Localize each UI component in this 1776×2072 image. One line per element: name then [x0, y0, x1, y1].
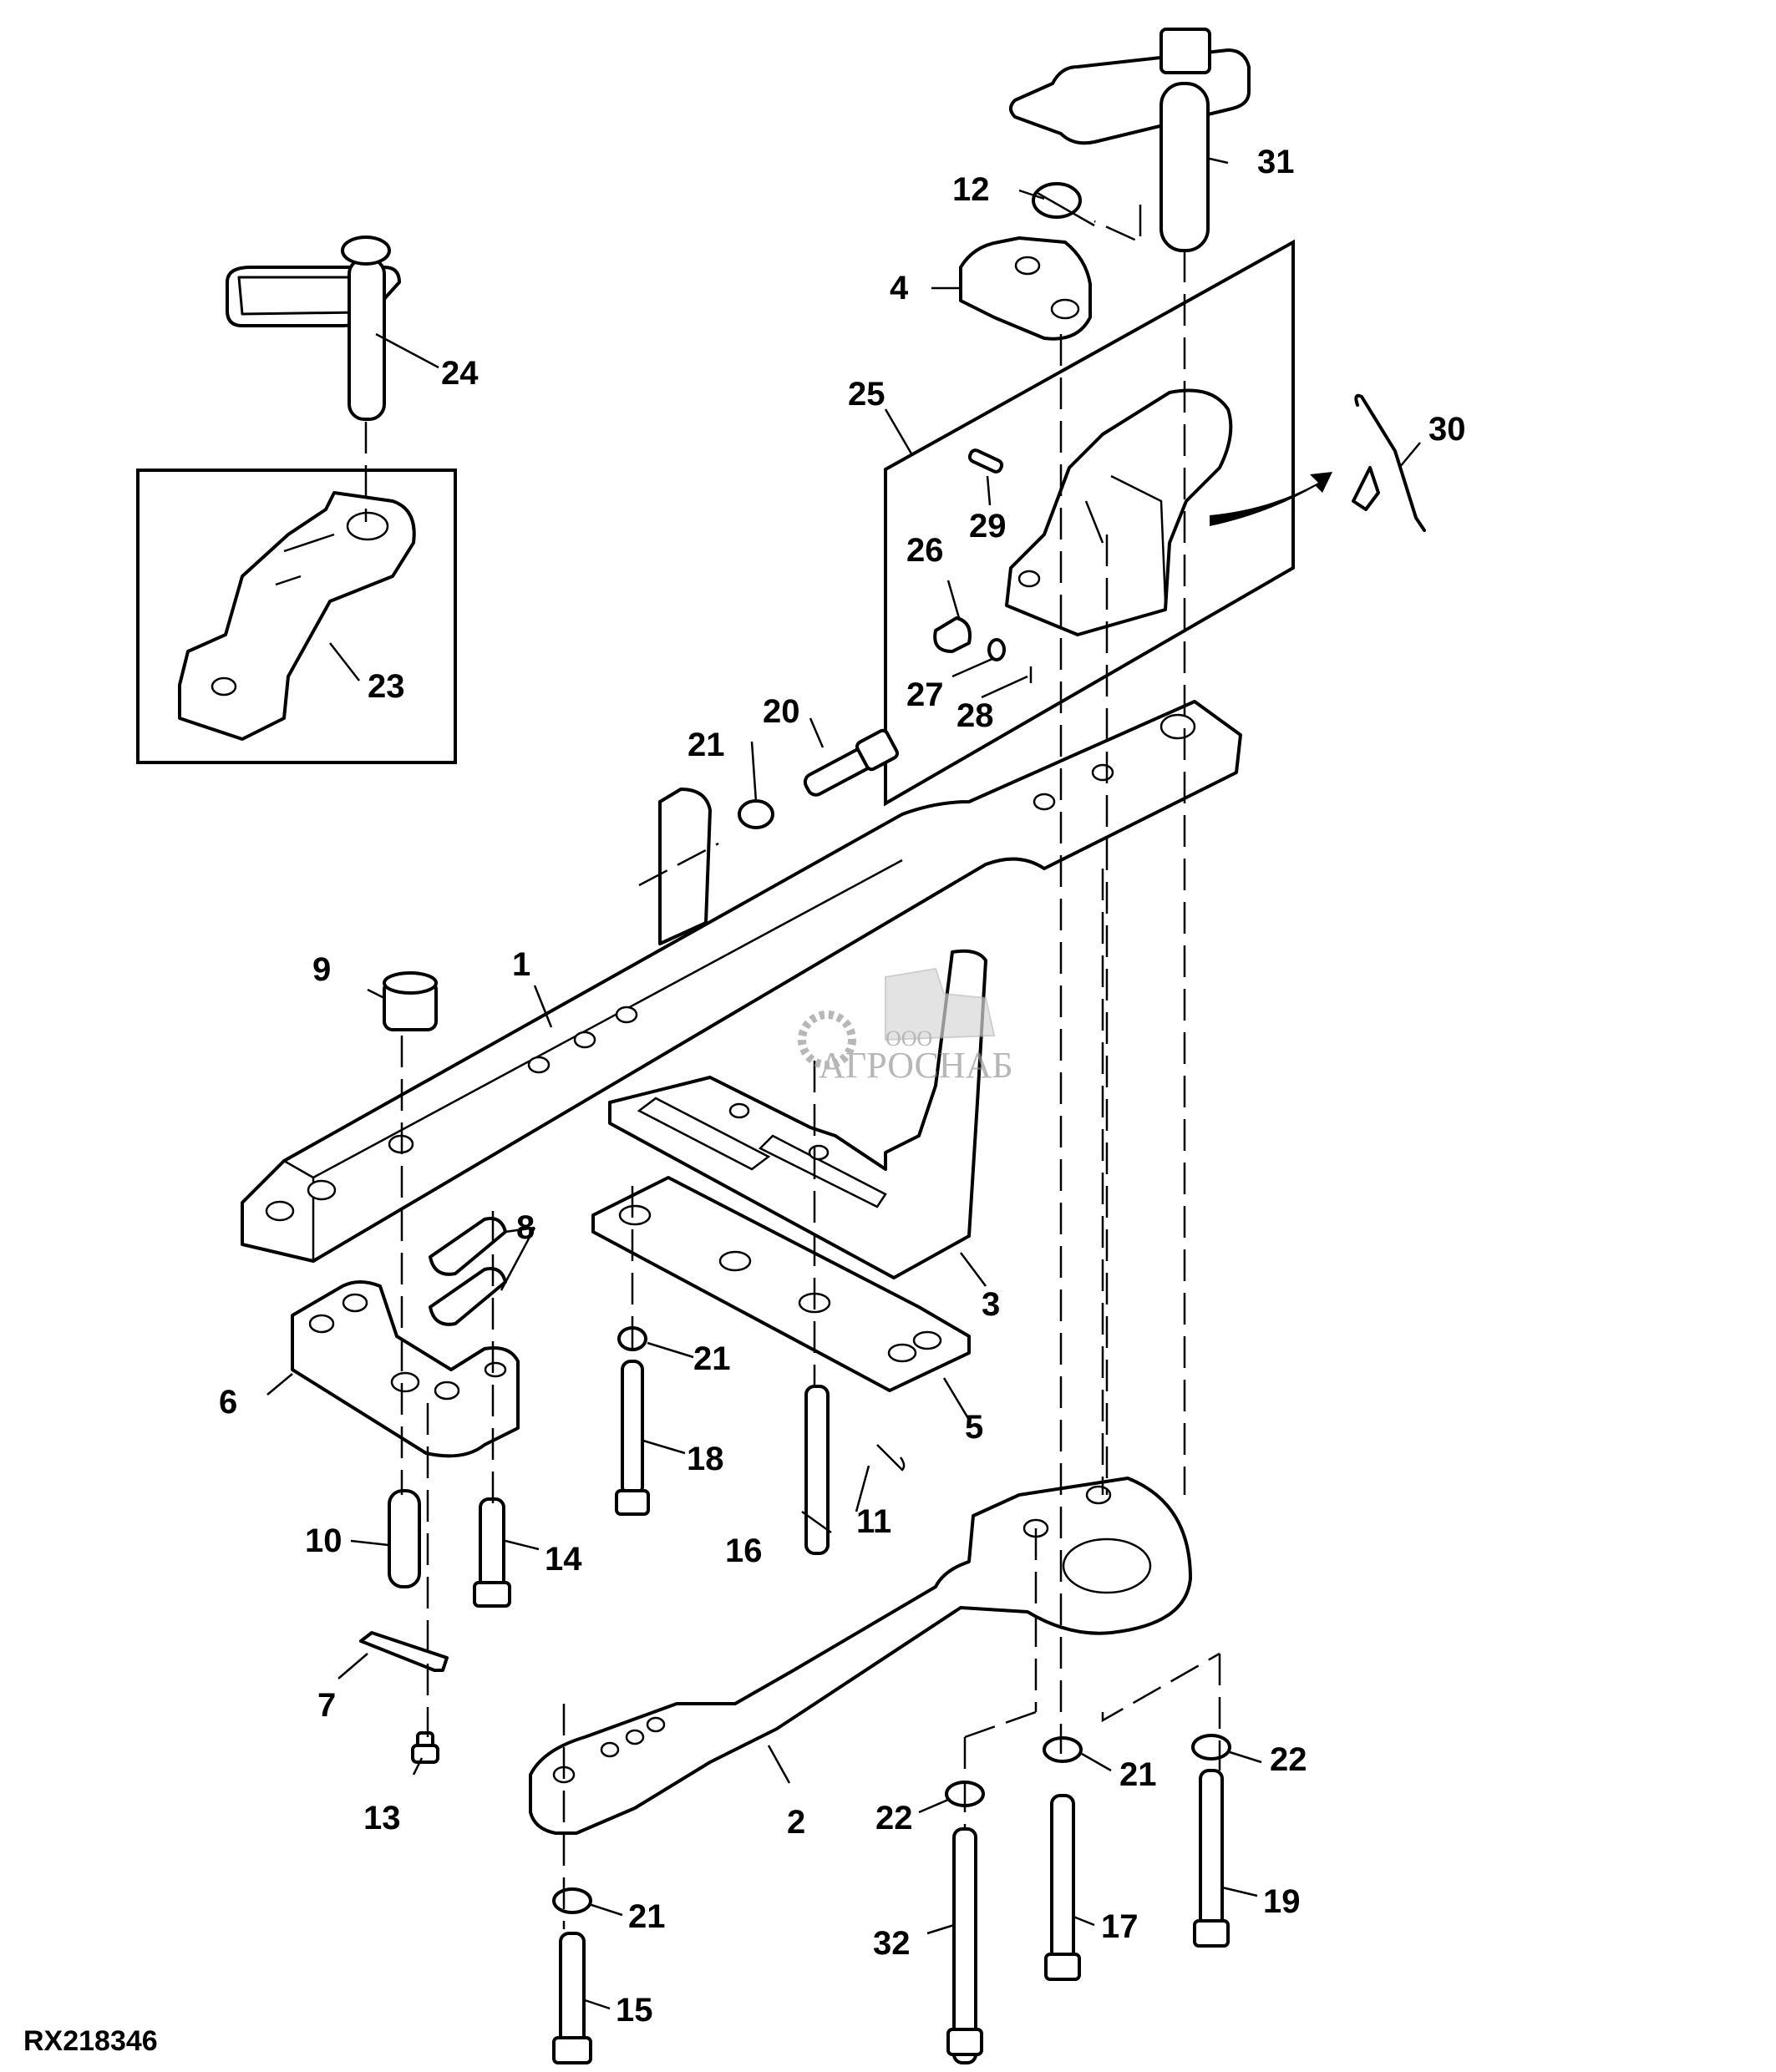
part-23-hitch-body: [178, 491, 416, 741]
callout-5[interactable]: 5: [965, 1409, 983, 1446]
callout-18[interactable]: 18: [687, 1441, 724, 1477]
part-13-bolt: [411, 1731, 439, 1764]
callouts: 9 1 24 23 31 12 4 25 29 26 27 28 30 21 2…: [219, 144, 1466, 2029]
callout-30[interactable]: 30: [1428, 411, 1466, 448]
callout-2[interactable]: 2: [787, 1804, 805, 1841]
part-27-washer: [987, 638, 1006, 661]
part-9-bushing: [383, 971, 438, 1031]
callout-3[interactable]: 3: [982, 1286, 1000, 1323]
callout-23[interactable]: 23: [368, 668, 405, 705]
figure-id: RX218346: [23, 2025, 158, 2057]
part-5-plate: [591, 1176, 971, 1392]
callout-28[interactable]: 28: [957, 697, 994, 734]
callout-11[interactable]: 11: [856, 1503, 891, 1540]
leader-lines: [266, 157, 1421, 2010]
inset-frame-right: [884, 239, 1295, 807]
callout-12[interactable]: 12: [952, 171, 990, 208]
part-25-hook-housing: [1005, 388, 1233, 636]
callout-17[interactable]: 17: [1101, 1908, 1139, 1945]
callout-8[interactable]: 8: [516, 1209, 535, 1246]
callout-22-right[interactable]: 22: [1270, 1741, 1307, 1778]
callout-10[interactable]: 10: [305, 1522, 343, 1559]
callout-9[interactable]: 9: [312, 951, 331, 988]
callout-7[interactable]: 7: [317, 1687, 336, 1724]
part-19-bolt: [1193, 1769, 1230, 1948]
part-21-washer: [738, 799, 774, 829]
part-24-hitch-pin: [226, 236, 401, 421]
part-15-bolt: [552, 1932, 592, 2064]
part-7-retainer: [359, 1631, 449, 1672]
part-30-spring-clip: [1352, 393, 1426, 532]
callout-6[interactable]: 6: [219, 1384, 237, 1421]
assembly-lines: [364, 205, 1221, 1929]
watermark: ООО АГРОСНАБ: [798, 967, 1013, 1086]
callout-26[interactable]: 26: [906, 532, 944, 569]
part-3-bracket: [608, 949, 987, 1279]
callout-32[interactable]: 32: [873, 1925, 911, 1962]
callout-21-right[interactable]: 21: [1119, 1756, 1157, 1793]
part-20-bolt: [803, 728, 899, 797]
callout-16[interactable]: 16: [725, 1532, 763, 1569]
part-31-hitch-pin: [1009, 28, 1251, 252]
watermark-text: АГРОСНАБ: [819, 1045, 1013, 1086]
part-1-drawbar: [241, 700, 1242, 1263]
callout-27[interactable]: 27: [906, 676, 944, 713]
part-26-latch-plate: [933, 616, 972, 653]
callout-25[interactable]: 25: [848, 376, 885, 413]
part-11-clip: [876, 1444, 906, 1472]
callout-29[interactable]: 29: [969, 508, 1007, 545]
callout-21-mid[interactable]: 21: [693, 1340, 731, 1377]
part-32-bolt: [946, 1827, 983, 2064]
part-22-washer: [1191, 1734, 1231, 1760]
part-16-pin: [804, 1385, 830, 1555]
callout-14[interactable]: 14: [545, 1541, 582, 1578]
callout-24[interactable]: 24: [441, 355, 479, 392]
callout-1[interactable]: 1: [512, 946, 530, 983]
callout-13[interactable]: 13: [363, 1800, 401, 1836]
part-21-washer: [1043, 1736, 1083, 1763]
callout-20[interactable]: 20: [763, 693, 800, 730]
part-6-lower-bracket: [291, 1280, 520, 1458]
part-12-lynch-pin: [1032, 182, 1095, 227]
part-29-pin: [967, 448, 1004, 474]
callout-22-left[interactable]: 22: [875, 1800, 913, 1836]
part-17-bolt: [1044, 1794, 1081, 1981]
part-2-drawbar: [529, 1477, 1192, 1835]
arrow-icon: [1210, 472, 1332, 526]
part-10-pin: [388, 1489, 421, 1588]
callout-31[interactable]: 31: [1257, 144, 1295, 180]
callout-21-upper[interactable]: 21: [688, 727, 725, 763]
part-21-washer: [552, 1887, 592, 1914]
callout-21-bottom[interactable]: 21: [628, 1898, 666, 1935]
part-4-cap: [959, 236, 1092, 341]
part-18-bolt: [615, 1360, 650, 1516]
callout-4[interactable]: 4: [890, 270, 909, 306]
watermark-prefix: ООО: [885, 1026, 932, 1051]
callout-15[interactable]: 15: [616, 1992, 653, 2029]
callout-19[interactable]: 19: [1263, 1883, 1301, 1920]
part-14-bolt: [473, 1497, 511, 1608]
part-8-shims: [429, 1217, 507, 1326]
side-plate-left: [658, 788, 712, 945]
inset-frame-left: [136, 469, 457, 764]
